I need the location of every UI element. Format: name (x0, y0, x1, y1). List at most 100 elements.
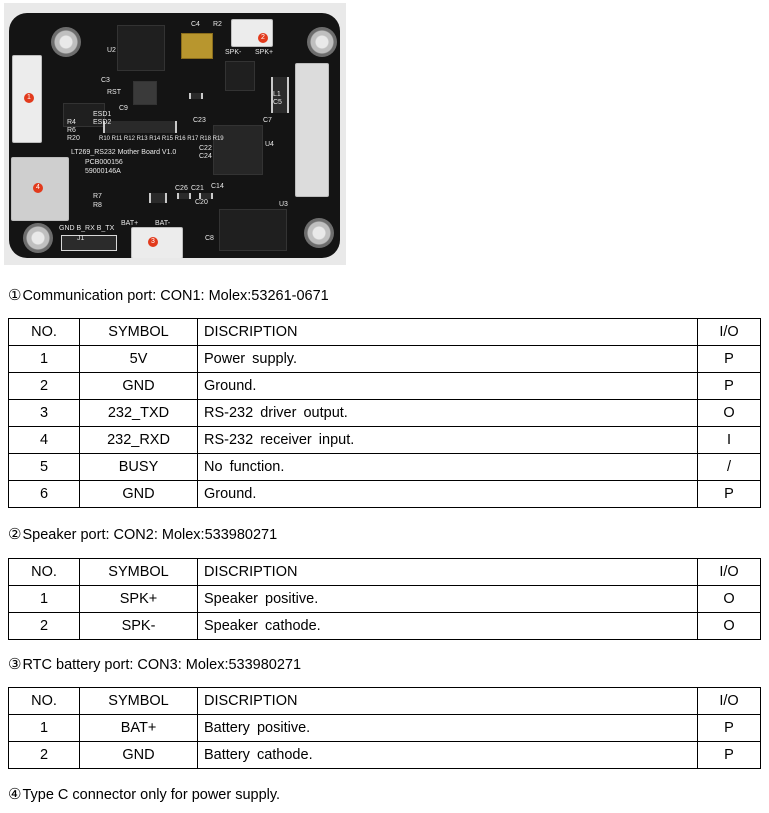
cell-io: I (697, 426, 761, 454)
cell-symbol: GND (79, 372, 198, 400)
cell-symbol: 232_RXD (79, 426, 198, 454)
table-con1: NO. SYMBOL DISCRIPTION I/O 1 5V Power su… (8, 318, 761, 508)
silk-ref: C14 (211, 183, 224, 190)
silk-ref: U3 (279, 201, 288, 208)
header-description: DISCRIPTION (197, 687, 698, 715)
cell-io: O (697, 612, 761, 640)
marker-3: 3 (148, 237, 158, 247)
cell-io: / (697, 453, 761, 481)
section-number: ① (8, 286, 22, 304)
section-title-text: RTC battery port: CON3: Molex:533980271 (22, 657, 302, 673)
silk-ref: C9 (119, 105, 128, 112)
table-row: 1 SPK+ Speaker positive. O (8, 585, 761, 613)
silk-pcb-code: PCB000156 (85, 159, 123, 166)
cell-no: 1 (8, 585, 80, 613)
header-description: DISCRIPTION (197, 318, 698, 346)
cell-no: 2 (8, 612, 80, 640)
cell-io: P (697, 480, 761, 508)
section-title-text: Speaker port: CON2: Molex:533980271 (22, 527, 278, 543)
esd-chip (63, 103, 105, 127)
section-number: ③ (8, 655, 22, 673)
marker-4: 4 (33, 183, 43, 193)
silk-ref: R20 (67, 135, 80, 142)
header-no: NO. (8, 558, 80, 586)
silk-ref: U4 (265, 141, 274, 148)
cell-io: O (697, 585, 761, 613)
silk-ref: R6 (67, 127, 76, 134)
table-row: 6 GND Ground. P (8, 480, 761, 508)
marker-1: 1 (24, 93, 34, 103)
cell-no: 1 (8, 714, 80, 742)
cell-description: Ground. (197, 372, 698, 400)
con2-connector (231, 19, 273, 47)
silk-ref: C20 (195, 199, 208, 206)
silk-ref: C3 (101, 77, 110, 84)
cell-symbol: GND (79, 480, 198, 508)
marker-2: 2 (258, 33, 268, 43)
header-description: DISCRIPTION (197, 558, 698, 586)
silk-pin-labels: GND B_RX B_TX (59, 225, 115, 232)
cell-description: Battery positive. (197, 714, 698, 742)
table-con2: NO. SYMBOL DISCRIPTION I/O 1 SPK+ Speake… (8, 558, 761, 640)
silk-ref: C8 (205, 235, 214, 242)
header-j1 (61, 235, 117, 251)
silk-ref: R7 (93, 193, 102, 200)
cell-description: Speaker positive. (197, 585, 698, 613)
cell-io: P (697, 345, 761, 373)
cell-description: Power supply. (197, 345, 698, 373)
smd-part (189, 93, 203, 99)
silk-board-name: LT269_RS232 Mother Board V1.0 (71, 149, 177, 156)
silk-resistor-row: R10 R11 R12 R13 R14 R15 R16 R17 R18 R19 (99, 136, 224, 142)
cell-io: P (697, 372, 761, 400)
cell-description: RS-232 driver output. (197, 399, 698, 427)
silk-ref: C21 (191, 185, 204, 192)
cell-description: Ground. (197, 480, 698, 508)
silk-ref: C7 (263, 117, 272, 124)
header-no: NO. (8, 687, 80, 715)
cell-io: O (697, 399, 761, 427)
silk-ref: C23 (193, 117, 206, 124)
silk-ref: L1 (273, 91, 281, 98)
cell-no: 5 (8, 453, 80, 481)
audio-chip (225, 61, 255, 91)
cell-symbol: BUSY (79, 453, 198, 481)
silk-ref: U2 (107, 47, 116, 54)
cell-io: P (697, 741, 761, 769)
fpc-connector (295, 63, 329, 197)
table-row: 2 GND Ground. P (8, 372, 761, 400)
silk-spk-plus: SPK+ (255, 49, 274, 56)
cell-description: RS-232 receiver input. (197, 426, 698, 454)
table-row: 2 GND Battery cathode. P (8, 741, 761, 769)
table-con3: NO. SYMBOL DISCRIPTION I/O 1 BAT+ Batter… (8, 687, 761, 769)
header-symbol: SYMBOL (79, 318, 198, 346)
cell-description: No function. (197, 453, 698, 481)
mounting-hole (304, 218, 334, 248)
header-io: I/O (697, 558, 761, 586)
silk-ref: ESD1 (93, 111, 112, 118)
table-row: 3 232_TXD RS-232 driver output. O (8, 399, 761, 427)
smd-part (271, 77, 289, 113)
note-type-c: ④Type C connector only for power supply. (8, 785, 280, 803)
reset-button-part (133, 81, 157, 105)
cell-symbol: SPK- (79, 612, 198, 640)
note-text: Type C connector only for power supply. (22, 787, 281, 803)
cell-symbol: BAT+ (79, 714, 198, 742)
section-title-con3: ③RTC battery port: CON3: Molex:533980271 (8, 655, 301, 673)
cell-symbol: 232_TXD (79, 399, 198, 427)
cell-no: 1 (8, 345, 80, 373)
section-number: ④ (8, 785, 22, 803)
silk-ref: RST (107, 89, 121, 96)
table-header-row: NO. SYMBOL DISCRIPTION I/O (8, 687, 761, 715)
silk-ref: ESD2 (93, 119, 112, 126)
silk-bat-plus: BAT+ (121, 220, 139, 227)
table-row: 1 5V Power supply. P (8, 345, 761, 373)
flash-chip (219, 209, 287, 251)
cell-symbol: 5V (79, 345, 198, 373)
table-row: 2 SPK- Speaker cathode. O (8, 612, 761, 640)
smd-part (149, 193, 167, 203)
mounting-hole (23, 223, 53, 253)
silk-ref: C22 (199, 145, 212, 152)
cell-no: 6 (8, 480, 80, 508)
cell-description: Speaker cathode. (197, 612, 698, 640)
cell-description: Battery cathode. (197, 741, 698, 769)
